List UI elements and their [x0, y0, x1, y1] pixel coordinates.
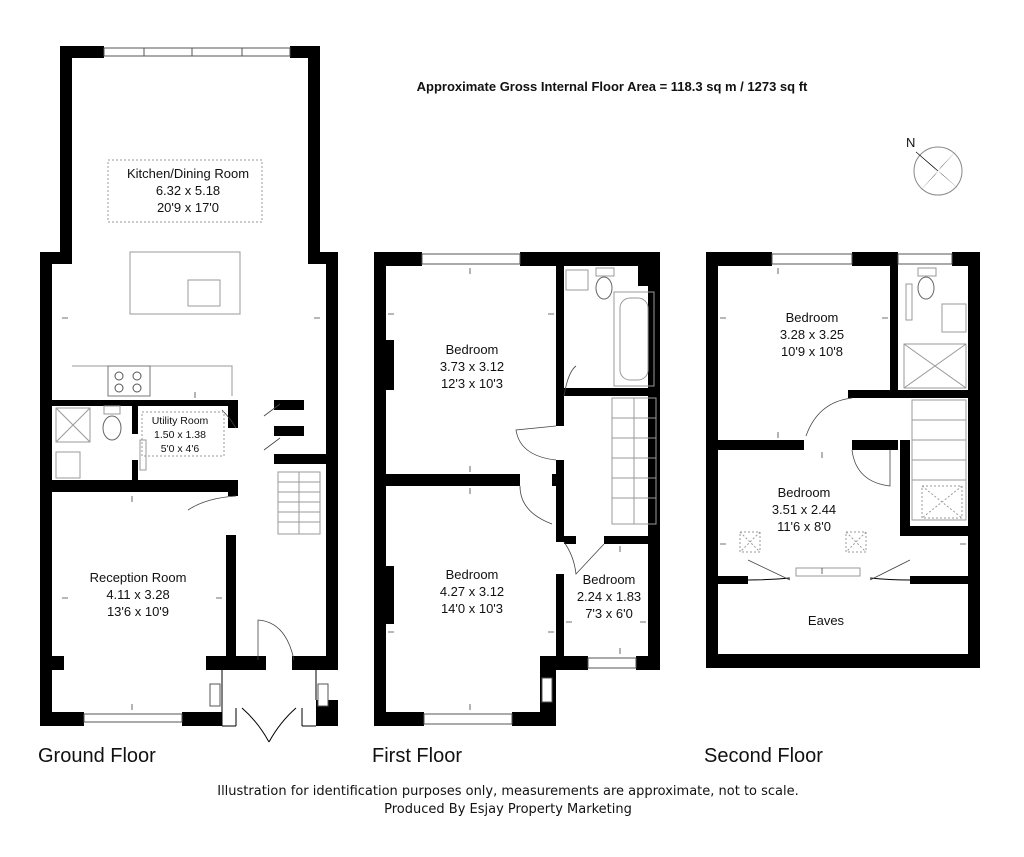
ff-bedroom-small-imperial: 7'3 x 6'0: [585, 606, 633, 621]
sf-bedroom-rear-imperial: 10'9 x 10'8: [781, 344, 843, 359]
kitchen-name: Kitchen/Dining Room: [127, 166, 249, 181]
ground-floor-plan: Kitchen/Dining Room 6.32 x 5.18 20'9 x 1…: [38, 46, 338, 767]
second-floor-plan: Bedroom 3.28 x 3.25 10'9 x 10'8 Bedroom …: [704, 252, 980, 767]
sf-bedroom-front-imperial: 11'6 x 8'0: [777, 519, 831, 534]
ff-bedroom-rear-name: Bedroom: [446, 342, 499, 357]
second-floor-label: Second Floor: [704, 745, 823, 767]
utility-metric: 1.50 x 1.38: [154, 429, 206, 441]
ff-bedroom-small-name: Bedroom: [583, 572, 636, 587]
sf-bedroom-rear-name: Bedroom: [786, 310, 839, 325]
first-floor-plan: Bedroom 3.73 x 3.12 12'3 x 10'3 Bedroom …: [372, 252, 660, 767]
ff-bedroom-small-metric: 2.24 x 1.83: [577, 589, 641, 604]
utility-imperial: 5'0 x 4'6: [161, 443, 200, 455]
ff-bedroom-front-name: Bedroom: [446, 567, 499, 582]
kitchen-imperial: 20'9 x 17'0: [157, 200, 219, 215]
ff-bedroom-front-metric: 4.27 x 3.12: [440, 584, 504, 599]
reception-metric: 4.11 x 3.28: [106, 587, 169, 602]
sf-bedroom-front-name: Bedroom: [778, 485, 831, 500]
ff-bedroom-rear-imperial: 12'3 x 10'3: [441, 376, 503, 391]
sf-bedroom-rear-metric: 3.28 x 3.25: [780, 327, 844, 342]
ground-floor-label: Ground Floor: [38, 745, 156, 767]
eaves-name: Eaves: [808, 613, 845, 628]
sf-bedroom-front-metric: 3.51 x 2.44: [772, 502, 836, 517]
gross-area-text: Approximate Gross Internal Floor Area = …: [417, 79, 808, 94]
ff-bedroom-rear-metric: 3.73 x 3.12: [440, 359, 504, 374]
reception-imperial: 13'6 x 10'9: [107, 604, 169, 619]
kitchen-metric: 6.32 x 5.18: [156, 183, 220, 198]
producer-text: Produced By Esjay Property Marketing: [384, 802, 632, 817]
compass-north-label: N: [906, 135, 915, 150]
ff-bedroom-front-imperial: 14'0 x 10'3: [441, 601, 503, 616]
north-compass-icon: N: [906, 135, 963, 196]
first-floor-label: First Floor: [372, 745, 462, 767]
disclaimer-text: Illustration for identification purposes…: [217, 784, 799, 799]
utility-name: Utility Room: [152, 415, 209, 427]
reception-name: Reception Room: [90, 570, 187, 585]
